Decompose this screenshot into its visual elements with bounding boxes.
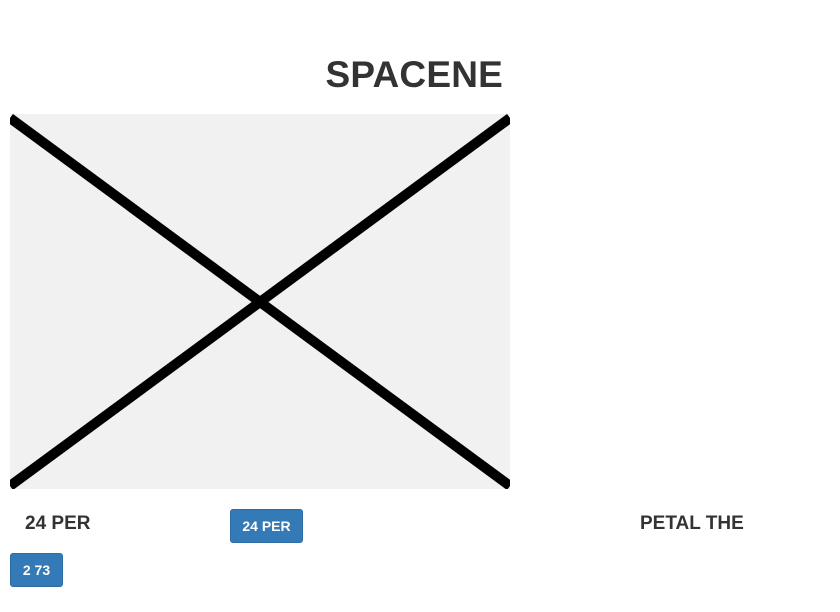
page-title: SPACENE [325,54,503,95]
broken-image-x-icon [10,114,510,489]
right-label: PETAL THE [640,513,744,534]
left-label: 24 PER [25,513,91,534]
x-line-ascending [10,114,510,489]
bottom-button[interactable]: 2 73 [10,553,63,587]
image-placeholder [10,114,510,489]
top-button[interactable]: 24 PER [230,509,303,543]
